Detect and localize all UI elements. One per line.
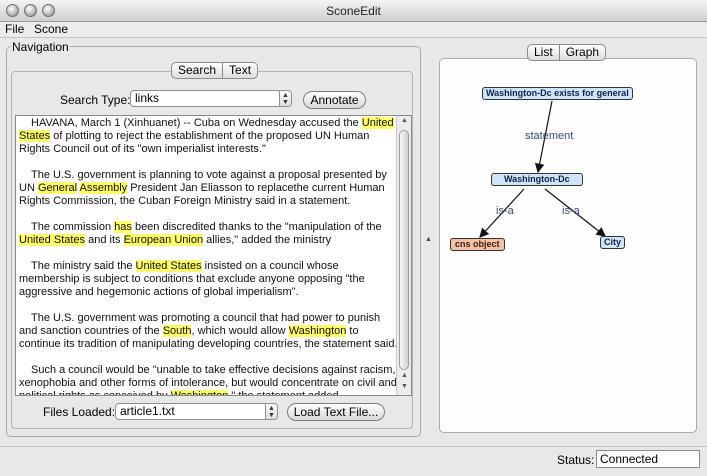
edge-label-isa-left: is-a bbox=[496, 205, 514, 217]
article-paragraph: The U.S. government is planning to vote … bbox=[19, 169, 399, 208]
load-text-file-button[interactable]: Load Text File... bbox=[287, 403, 385, 421]
article-text-segment: to continue its tradition of manipulatin… bbox=[19, 325, 398, 350]
search-type-label: Search Type: bbox=[60, 93, 131, 107]
highlighted-term: Assembly bbox=[79, 182, 128, 194]
menu-scone[interactable]: Scone bbox=[34, 22, 69, 36]
minimize-window-button[interactable] bbox=[24, 4, 37, 17]
navigation-title: Navigation bbox=[11, 40, 70, 54]
article-text-segment: Such a council would be "unable to take … bbox=[19, 364, 397, 396]
title-bar: SconeEdit bbox=[0, 0, 707, 22]
article-text-segment: of plotting to reject the establishment … bbox=[19, 130, 370, 155]
scroll-down-arrow-icon-2[interactable]: ▼ bbox=[401, 383, 408, 390]
tab-list[interactable]: List bbox=[534, 45, 553, 59]
node-washington-dc-exists[interactable]: Washington-Dc exists for general bbox=[482, 87, 633, 100]
select-arrows-icon: ▲▼ bbox=[265, 404, 277, 419]
article-paragraph: Such a council would be "unable to take … bbox=[19, 364, 399, 396]
search-type-select[interactable]: links ▲▼ bbox=[130, 90, 292, 107]
article-scrollbar[interactable]: ▲ ▲ ▼ bbox=[396, 116, 411, 395]
menu-bar: File Scone bbox=[0, 22, 707, 38]
files-loaded-select[interactable]: article1.txt ▲▼ bbox=[115, 403, 278, 420]
article-text-segment: HAVANA, March 1 (Xinhuanet) -- Cuba on W… bbox=[31, 117, 362, 129]
article-text-segment: ," the statement added. bbox=[228, 390, 342, 396]
scrollbar-thumb[interactable] bbox=[399, 130, 409, 370]
highlighted-term: has bbox=[114, 221, 132, 233]
highlighted-term: Washington bbox=[170, 390, 229, 395]
view-tabs: List Graph bbox=[527, 44, 607, 61]
node-cns-object[interactable]: cns object bbox=[450, 238, 505, 251]
article-paragraph: The commission has been discredited than… bbox=[19, 221, 399, 247]
node-city[interactable]: City bbox=[600, 236, 626, 249]
edge-label-statement: statement bbox=[525, 130, 574, 142]
article-text-segment: insisted on a council whose membership i… bbox=[19, 260, 365, 298]
highlighted-term: European Union bbox=[123, 234, 204, 246]
highlighted-term: United States bbox=[19, 234, 86, 246]
menu-file[interactable]: File bbox=[5, 22, 25, 36]
tab-text[interactable]: Text bbox=[222, 63, 257, 78]
article-text-segment: The ministry said the bbox=[31, 260, 136, 272]
splitter-collapse-icon[interactable]: ▲ bbox=[425, 236, 432, 243]
tab-search[interactable]: Search bbox=[178, 63, 217, 77]
article-text-area[interactable]: HAVANA, March 1 (Xinhuanet) -- Cuba on W… bbox=[15, 115, 412, 396]
files-loaded-label: Files Loaded: bbox=[43, 405, 116, 419]
article-paragraph: The ministry said the United States insi… bbox=[19, 260, 399, 299]
status-bar bbox=[0, 446, 707, 476]
annotate-button[interactable]: Annotate bbox=[303, 91, 366, 109]
highlighted-term: South bbox=[162, 325, 192, 337]
highlighted-term: United States bbox=[135, 260, 202, 272]
scroll-down-arrow-icon[interactable]: ▲ bbox=[401, 372, 408, 379]
article-text-segment: President Jan Eliasson to replacethe cur… bbox=[19, 182, 385, 207]
highlighted-term: Washington bbox=[288, 325, 347, 337]
window-title: SconeEdit bbox=[326, 4, 381, 18]
select-arrows-icon: ▲▼ bbox=[279, 91, 291, 106]
files-loaded-value: article1.txt bbox=[120, 404, 175, 418]
article-paragraph: The U.S. government was promoting a coun… bbox=[19, 312, 399, 351]
article-text-segment: The U.S. government was promoting a coun… bbox=[19, 312, 381, 337]
search-type-value: links bbox=[135, 91, 160, 105]
tab-graph[interactable]: Graph bbox=[558, 45, 605, 60]
zoom-window-button[interactable] bbox=[42, 4, 55, 17]
article-text-segment: allies," added the ministry bbox=[203, 234, 332, 246]
edge-label-isa-right: is-a bbox=[562, 205, 580, 217]
article-paragraph: HAVANA, March 1 (Xinhuanet) -- Cuba on W… bbox=[19, 117, 399, 156]
scroll-up-arrow-icon[interactable]: ▲ bbox=[401, 117, 408, 124]
highlighted-term: General bbox=[37, 182, 78, 194]
status-field: Connected bbox=[596, 450, 700, 468]
navigation-panel bbox=[6, 46, 421, 437]
article-text-segment: been discredited thanks to the "manipula… bbox=[131, 221, 382, 233]
node-washington-dc[interactable]: Washington-Dc bbox=[491, 173, 583, 186]
article-text-segment: , which would allow bbox=[191, 325, 289, 337]
article-text-segment: and its bbox=[85, 234, 124, 246]
article-text-segment: The commission bbox=[31, 221, 115, 233]
close-window-button[interactable] bbox=[6, 4, 19, 17]
status-label: Status: bbox=[557, 453, 595, 467]
window-controls bbox=[6, 4, 55, 17]
navigation-tabs: Search Text bbox=[171, 62, 259, 79]
article-text-segment: The U.S. government is planning to vote … bbox=[19, 169, 387, 194]
article-text: HAVANA, March 1 (Xinhuanet) -- Cuba on W… bbox=[19, 117, 399, 396]
